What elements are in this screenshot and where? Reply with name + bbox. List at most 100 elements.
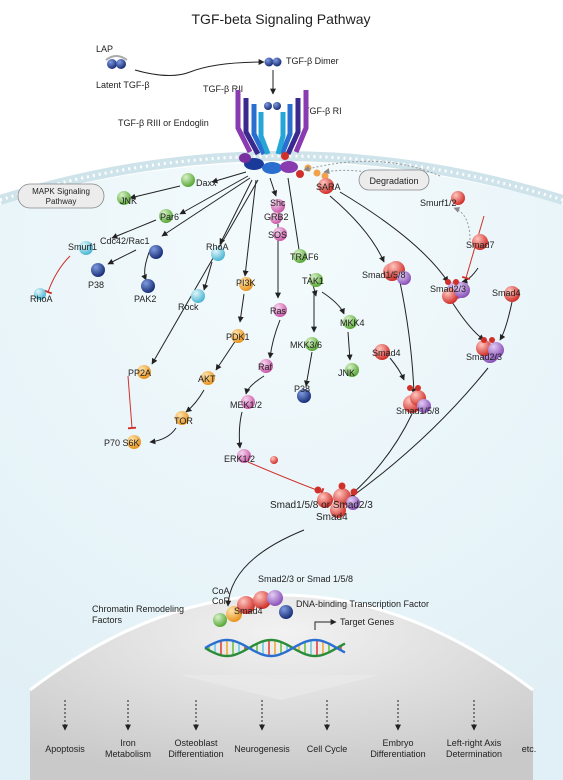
jnk2-node[interactable] [345,363,359,377]
sos-node[interactable] [273,227,287,241]
chromatin-label-1: Chromatin Remodeling [92,604,184,614]
smad-subunit [442,288,458,304]
smad23b-label: Smad2/3 [466,352,502,362]
latent-tgf-label: Latent TGF-β [96,80,150,90]
ri-label: TGF-β RI [304,106,342,116]
smurf12-node[interactable] [451,191,465,205]
mapk-line2: Pathway [46,197,77,206]
akt-node[interactable] [201,371,215,385]
ras-node[interactable] [273,303,287,317]
erk-node[interactable] [237,449,251,463]
outcome-label: Embryo [382,738,413,748]
rock-node[interactable] [191,289,205,303]
tor-node[interactable] [175,411,189,425]
smurf12-label: Smurf1/2 [420,198,457,208]
pak2-label: PAK2 [134,294,156,304]
degradation-box[interactable]: Degradation [358,169,430,191]
p38b-label: P38 [294,384,310,394]
jnk1-label: JNK [120,196,137,206]
tak1-node[interactable] [309,273,323,287]
transcription-complex [213,590,293,627]
complex-label-2: Smad4 [316,512,348,523]
p38b-node[interactable] [297,389,311,403]
pp2a-node[interactable] [137,365,151,379]
smad-subunit [476,340,492,356]
pdk1-node[interactable] [231,329,245,343]
cdc42-node[interactable] [149,245,163,259]
rhoa1-node[interactable] [34,288,46,300]
outcome-label: Left-right Axis [447,738,502,748]
dimer-label: TGF-β Dimer [286,56,339,66]
pp2a-label: PP2A [128,368,151,378]
mkk36-label: MKK3/6 [290,340,322,350]
erk-label: ERK1/2 [224,454,255,464]
smad4a-node[interactable] [504,286,520,302]
mek-node[interactable] [241,395,255,409]
outcome-label-line2: Differentiation [168,749,223,759]
daxx-node[interactable] [181,173,195,187]
smad4b-node[interactable] [374,344,390,360]
smad23a-label: Smad2/3 [430,284,466,294]
smurf1-label: Smurf1 [68,242,97,252]
phospho-tag [415,385,421,391]
smad158a-label: Smad1/5/8 [362,270,406,280]
tak1-label: TAK1 [302,276,324,286]
rhoa1-label: RhoA [30,294,53,304]
target-genes-label: Target Genes [340,617,395,627]
jnk1-node[interactable] [117,191,131,205]
smad7-node[interactable] [472,234,488,250]
smad4b-label: Smad4 [372,348,401,358]
smad-subunit [417,399,431,413]
pak2-node[interactable] [141,279,155,293]
tgf-beta-dimer [264,57,282,67]
p70-node[interactable] [127,435,141,449]
traf6-label: TRAF6 [290,252,319,262]
pi3k-node[interactable] [239,277,253,291]
phospho-tag [481,337,487,343]
phospho-tag [445,279,451,285]
mkk4-label: MKK4 [340,318,365,328]
dna-strand [204,638,346,658]
sara-node[interactable] [318,178,334,194]
degradation-label: Degradation [369,176,418,186]
raf-node[interactable] [259,359,273,373]
rhoa2-node[interactable] [211,247,225,261]
p70-label: P70 S6K [104,438,140,448]
grb2-node[interactable] [270,212,282,224]
smad-subunit [397,271,411,285]
outcome-label: etc. [522,744,537,754]
mek-label: MEK1/2 [230,400,262,410]
coa-label: CoA [212,586,230,596]
riii-label: TGF-β RIII or Endoglin [118,118,209,128]
akt-label: AKT [198,374,216,384]
jnk2-label: JNK [338,368,355,378]
raf-label: Raf [258,362,273,372]
outcome-label-line2: Metabolism [105,749,151,759]
traf6-node[interactable] [293,249,307,263]
dna-tf-label: DNA-binding Transcription Factor [296,599,429,609]
daxx-label: Daxx [196,178,217,188]
mkk36-node[interactable] [305,337,319,351]
ras-label: Ras [270,306,287,316]
rii-label: TGF-β RII [203,84,243,94]
pi3k-label: PI3K [236,278,256,288]
pdk1-label: PDK1 [226,332,250,342]
par6-node[interactable] [159,209,173,223]
p38a-node[interactable] [91,263,105,277]
pathway-arrows [107,171,513,607]
mapk-signaling-box[interactable]: MAPK Signaling Pathway [17,183,105,209]
shc-node[interactable] [271,199,285,213]
nuc-smad4-label: Smad4 [234,606,263,616]
outcomes-row: ApoptosisIronMetabolismOsteoblastDiffere… [45,700,536,759]
smad-subunit [454,282,470,298]
phospho-tag [407,385,413,391]
sos-label: SOS [268,230,287,240]
phospho-tag [453,279,459,285]
outcome-label-line2: Differentiation [370,749,425,759]
latent-tgf-beta [105,55,128,69]
outcome-label-line2: Determination [446,749,502,759]
smurf1-node[interactable] [79,241,93,255]
complex-label-1: Smad1/5/8 or Smad2/3 [270,500,373,511]
mkk4-node[interactable] [343,315,357,329]
